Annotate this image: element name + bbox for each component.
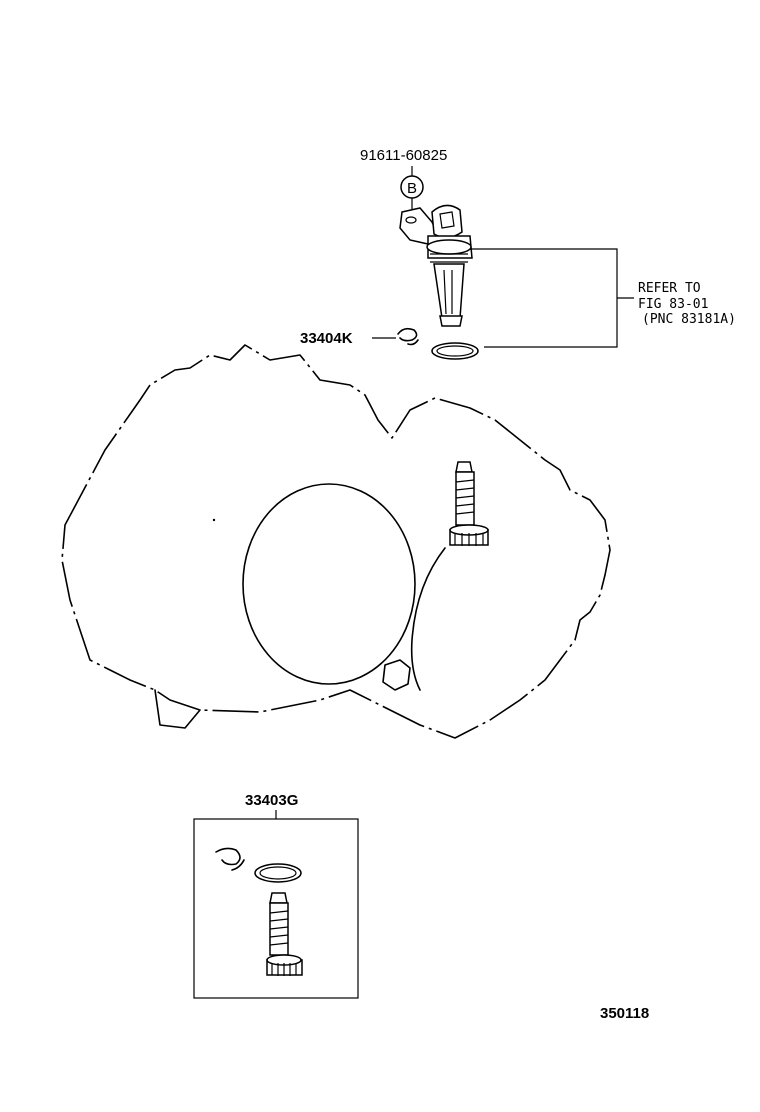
kit-box bbox=[193, 818, 359, 999]
clip-part-number: 33404K bbox=[300, 330, 353, 347]
kit-clip bbox=[215, 847, 245, 871]
transaxle-housing-outline bbox=[61, 344, 611, 739]
driven-gear-shaft bbox=[449, 461, 489, 546]
bolt-marker-label: B bbox=[407, 180, 417, 197]
housing-boss bbox=[382, 659, 411, 691]
bell-housing-opening bbox=[242, 483, 416, 685]
o-ring-inner bbox=[436, 345, 474, 357]
figure-id: 350118 bbox=[600, 1005, 649, 1022]
kit-o-ring-inner bbox=[259, 866, 297, 880]
reference-line-2: FIG 83-01 bbox=[638, 297, 708, 312]
retaining-clip bbox=[397, 327, 419, 346]
speed-sensor bbox=[399, 204, 473, 327]
housing-mark bbox=[212, 518, 216, 522]
housing-inner-arc bbox=[410, 547, 446, 691]
reference-bracket bbox=[470, 248, 634, 348]
housing-boss-2 bbox=[154, 689, 201, 729]
kit-gear-shaft bbox=[266, 892, 303, 976]
reference-line-1: REFER TO bbox=[638, 281, 701, 296]
bolt-part-number: 91611-60825 bbox=[360, 147, 447, 164]
reference-line-3: (PNC 83181A) bbox=[642, 312, 736, 327]
kit-part-number: 33403G bbox=[245, 792, 298, 809]
reference-note: REFER TO FIG 83-01 (PNC 83181A) bbox=[638, 281, 736, 327]
